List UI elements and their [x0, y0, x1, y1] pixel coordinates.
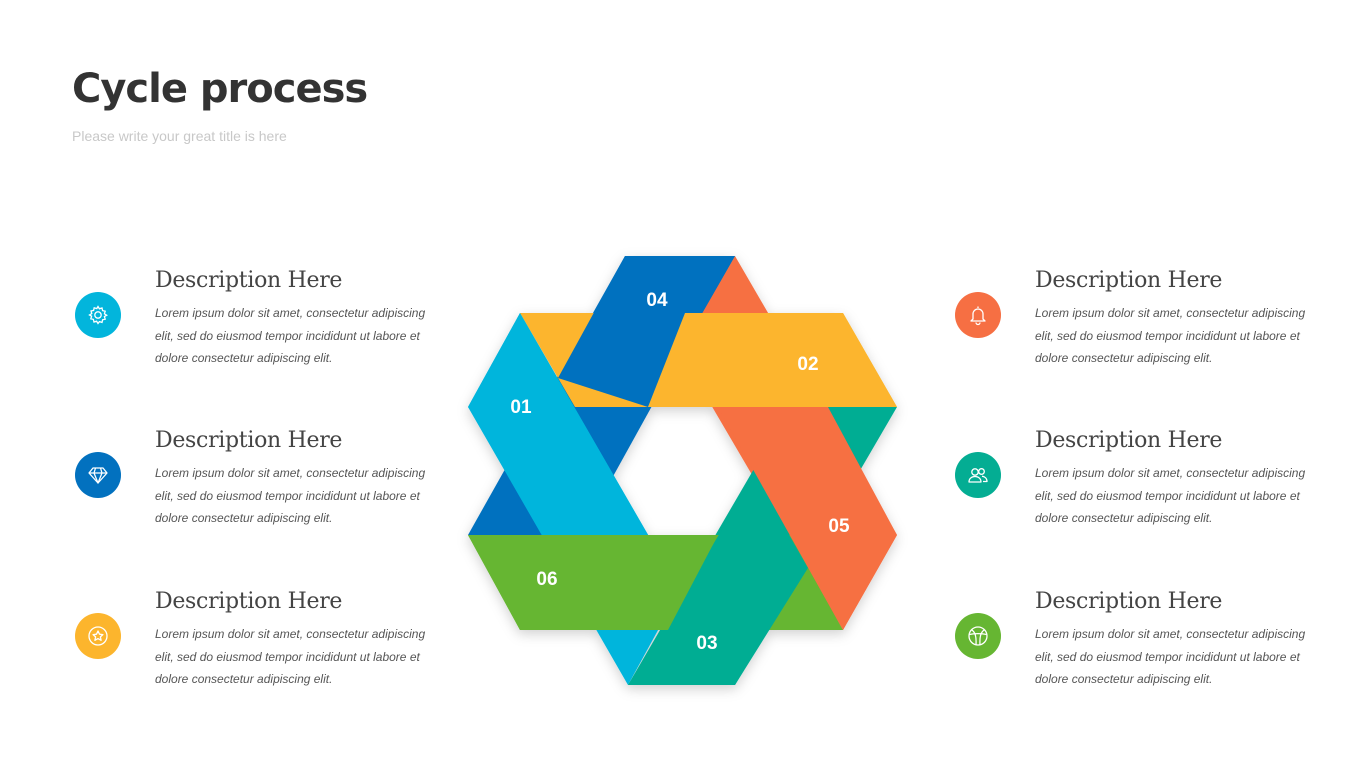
- item-body: Lorem ipsum dolor sit amet, consectetur …: [155, 306, 426, 365]
- step-label-04: 04: [646, 290, 668, 311]
- segment-04: [558, 256, 735, 407]
- diamond-icon: [75, 452, 121, 498]
- item-heading: Description Here: [1035, 589, 1223, 614]
- item-heading: Description Here: [1035, 428, 1223, 453]
- users-icon: [955, 452, 1001, 498]
- item-heading: Description Here: [1035, 268, 1223, 293]
- item-heading: Description Here: [155, 428, 343, 453]
- item-body: Lorem ipsum dolor sit amet, consectetur …: [155, 466, 426, 525]
- segment-01: [468, 313, 648, 535]
- segment-03: [628, 475, 808, 685]
- segment-05: [718, 407, 897, 630]
- step-label-01: 01: [510, 397, 532, 418]
- item-heading: Description Here: [155, 268, 343, 293]
- page-title: Cycle process: [72, 66, 368, 112]
- cycle-diagram: 01 02 03 04 05 06: [468, 256, 897, 685]
- bell-icon: [955, 292, 1001, 338]
- gear-icon: [75, 292, 121, 338]
- item-heading: Description Here: [155, 589, 343, 614]
- item-body: Lorem ipsum dolor sit amet, consectetur …: [155, 627, 426, 686]
- segment-06: [468, 535, 718, 630]
- item-body: Lorem ipsum dolor sit amet, consectetur …: [1035, 466, 1306, 525]
- step-label-03: 03: [696, 633, 717, 654]
- basketball-icon: [955, 613, 1001, 659]
- step-label-05: 05: [828, 516, 850, 537]
- item-body: Lorem ipsum dolor sit amet, consectetur …: [1035, 306, 1306, 365]
- page-subtitle: Please write your great title is here: [72, 128, 287, 144]
- step-label-02: 02: [797, 354, 818, 375]
- segment-02: [648, 313, 897, 407]
- step-label-06: 06: [536, 569, 557, 590]
- item-body: Lorem ipsum dolor sit amet, consectetur …: [1035, 627, 1306, 686]
- star-icon: [75, 613, 121, 659]
